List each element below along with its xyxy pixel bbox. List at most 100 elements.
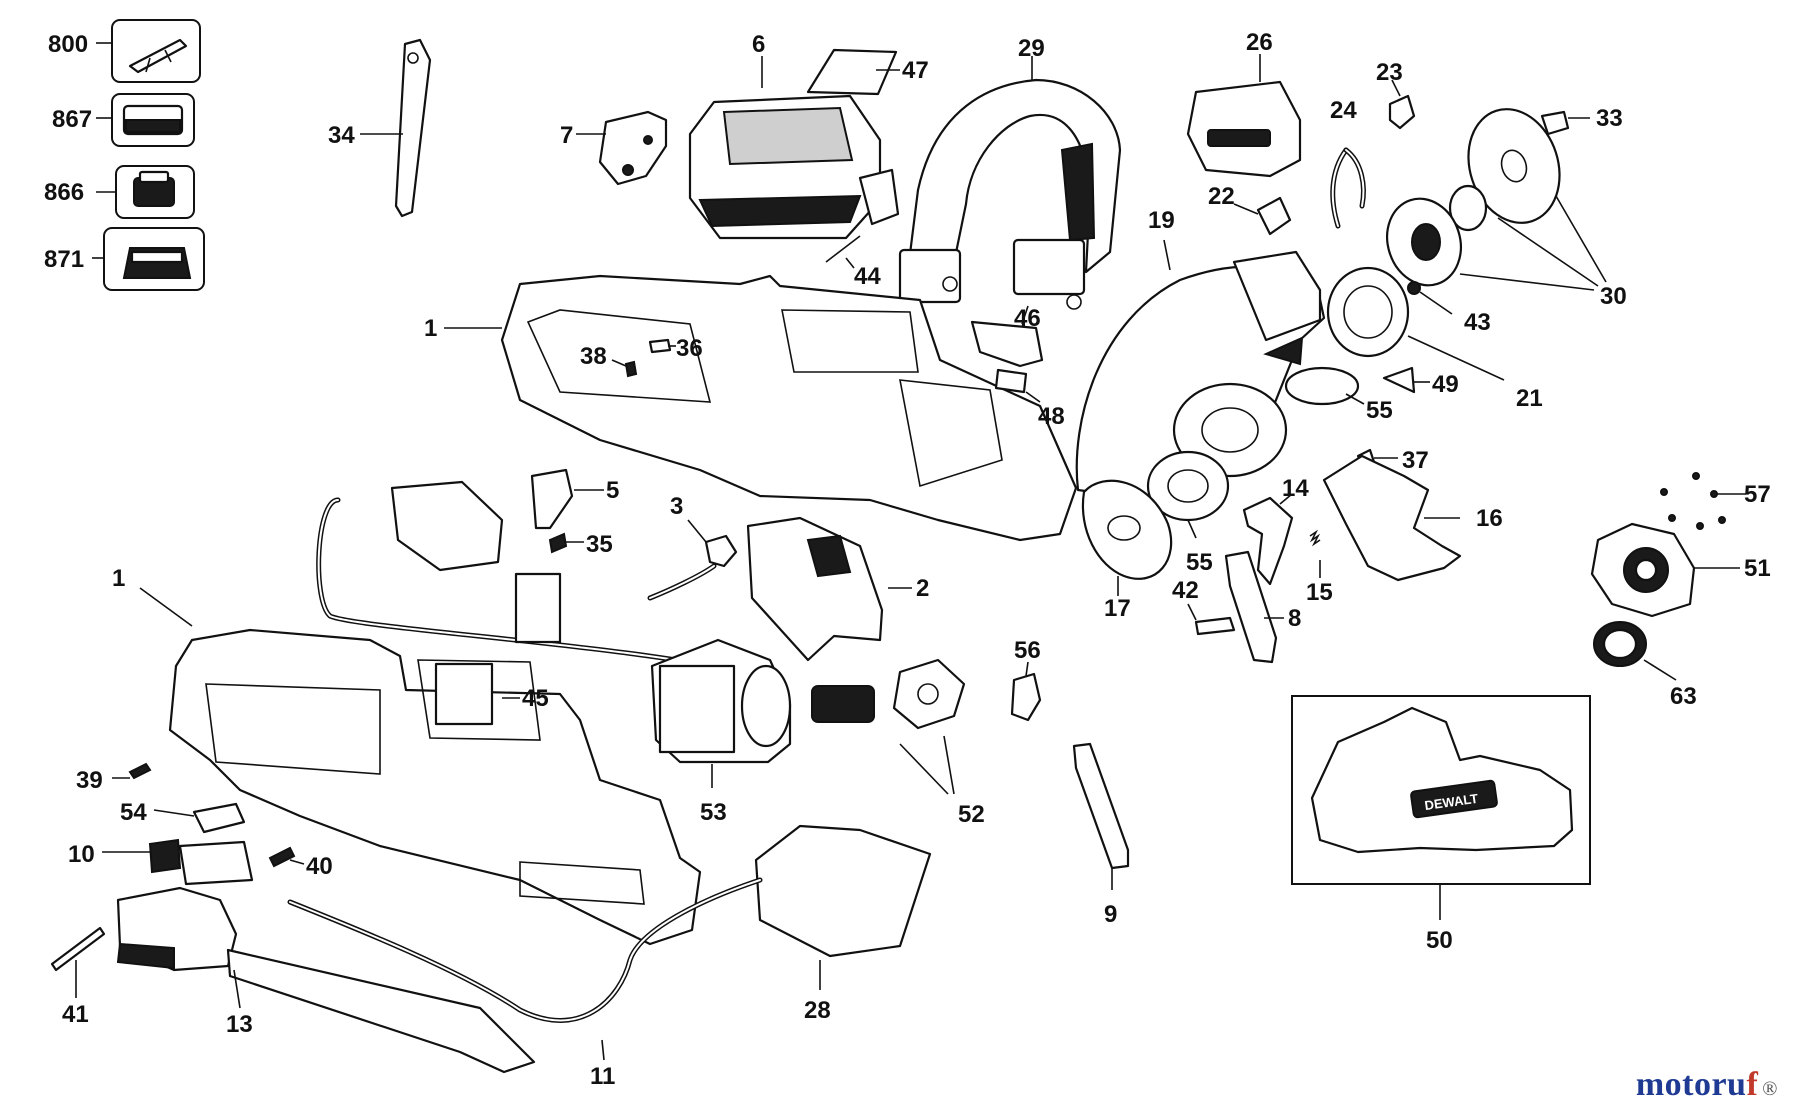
part-51-gear-head <box>1590 522 1740 618</box>
label-11: 11 <box>590 1063 615 1090</box>
label-24: 24 <box>1330 97 1357 124</box>
part-30-flange-set <box>1386 108 1607 291</box>
label-57: 57 <box>1744 481 1771 508</box>
label-3: 3 <box>670 493 683 520</box>
part-44-screw <box>825 235 861 269</box>
part-15-spring <box>1309 529 1321 578</box>
part-41-screw <box>50 926 106 998</box>
part-24-tube <box>1330 147 1366 229</box>
label-15: 15 <box>1306 579 1333 606</box>
label-55-bottom: 55 <box>1186 549 1213 576</box>
part-55-rings <box>1187 366 1365 539</box>
label-800: 800 <box>48 31 88 58</box>
label-42: 42 <box>1172 577 1199 604</box>
label-21: 21 <box>1516 385 1543 412</box>
part-52-fan <box>892 658 966 795</box>
label-16: 16 <box>1476 505 1503 532</box>
watermark-brand-accent: f <box>1746 1066 1759 1103</box>
part-3-wire-lead <box>647 519 738 601</box>
label-866: 866 <box>44 179 84 206</box>
part-1-housing-half-right <box>444 274 1078 542</box>
label-54: 54 <box>120 799 147 826</box>
part-1-housing-half-left <box>139 587 702 946</box>
part-26-nose-cap <box>1186 54 1302 178</box>
part-9-handle-bar <box>1072 742 1130 890</box>
part-53-motor <box>650 638 875 788</box>
part-48-label <box>994 368 1041 403</box>
part-11-wire <box>287 877 763 1061</box>
part-7-latch <box>576 110 668 186</box>
label-867: 867 <box>52 106 92 133</box>
label-22: 22 <box>1208 183 1235 210</box>
part-17-shield <box>1081 479 1173 596</box>
part-16-gearhousing-cover <box>1322 454 1462 582</box>
label-6: 6 <box>752 31 765 58</box>
label-33: 33 <box>1596 105 1623 132</box>
label-23: 23 <box>1376 59 1403 86</box>
label-45: 45 <box>522 685 549 712</box>
part-6-battery-cover <box>688 56 900 240</box>
label-29: 29 <box>1018 35 1045 62</box>
part-labels: 800 867 866 871 34 6 47 7 29 26 23 24 33… <box>44 29 1771 1090</box>
dewalt-brand-mark: DEWALT <box>1424 791 1480 813</box>
part-8-arm <box>1224 550 1284 664</box>
label-7: 7 <box>560 122 573 149</box>
site-watermark: motoruf® <box>1636 1066 1778 1104</box>
part-57-screws <box>1660 472 1746 530</box>
part-10-cable-gland <box>102 838 254 886</box>
label-52: 52 <box>958 801 985 828</box>
part-49-tab <box>1382 366 1430 394</box>
part-63-seal <box>1593 621 1677 681</box>
label-56: 56 <box>1014 637 1041 664</box>
part-56-impeller <box>1010 661 1042 722</box>
part-36-clip <box>648 338 676 354</box>
label-14: 14 <box>1282 475 1309 502</box>
label-40: 40 <box>306 853 333 880</box>
part-40-screw <box>268 846 305 868</box>
part-28-deflector <box>754 824 932 990</box>
label-13: 13 <box>226 1011 253 1038</box>
watermark-brand-main: motoru <box>1635 1066 1747 1103</box>
label-30: 30 <box>1600 283 1627 310</box>
label-37: 37 <box>1402 447 1429 474</box>
label-19: 19 <box>1148 207 1175 234</box>
label-47: 47 <box>902 57 929 84</box>
part-46-plate <box>970 305 1044 368</box>
accessory-866 <box>96 165 195 219</box>
label-2: 2 <box>916 575 929 602</box>
label-35: 35 <box>586 531 613 558</box>
part-2-circuit-board <box>746 516 912 662</box>
label-50: 50 <box>1426 927 1453 954</box>
part-19-blade-guard <box>1075 239 1326 522</box>
part-54-knob <box>153 802 246 834</box>
part-39-screw <box>112 762 152 780</box>
part-50-complete-assembly-inset: DEWALT <box>1291 695 1591 920</box>
label-9: 9 <box>1104 901 1117 928</box>
part-35-spring <box>548 532 584 554</box>
label-51: 51 <box>1744 555 1771 582</box>
label-10: 10 <box>68 841 95 868</box>
label-38: 38 <box>580 343 607 370</box>
label-49: 49 <box>1432 371 1459 398</box>
label-28: 28 <box>804 997 831 1024</box>
part-33-screw <box>1540 110 1590 136</box>
part-21-plate <box>1326 266 1505 381</box>
label-48: 48 <box>1038 403 1065 430</box>
part-45-label <box>434 662 520 726</box>
label-63: 63 <box>1670 683 1697 710</box>
part-34-strap <box>360 38 432 218</box>
label-53: 53 <box>700 799 727 826</box>
label-8: 8 <box>1288 605 1301 632</box>
part-5-switch <box>530 468 604 530</box>
label-1-bottom: 1 <box>112 565 125 592</box>
label-26: 26 <box>1246 29 1273 56</box>
part-43-nut <box>1407 281 1453 315</box>
part-42-bolt <box>1187 603 1236 636</box>
part-29-bail-handle <box>898 56 1122 310</box>
part-47-label <box>806 48 900 96</box>
label-871: 871 <box>44 246 84 273</box>
part-22-fitting <box>1233 196 1292 236</box>
label-17: 17 <box>1104 595 1131 622</box>
label-36: 36 <box>676 335 703 362</box>
